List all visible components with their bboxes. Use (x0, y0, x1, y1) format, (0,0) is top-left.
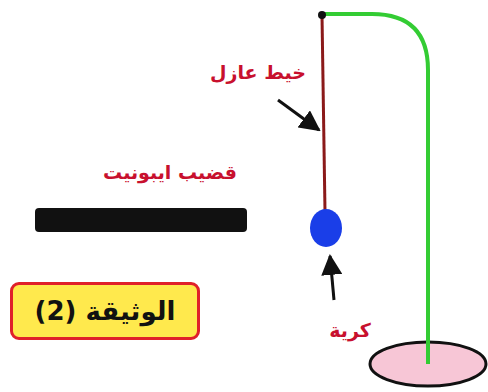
leader-arrow (330, 256, 334, 300)
leader-arrow (278, 100, 319, 130)
small-ball (310, 209, 342, 247)
insulating-thread (322, 15, 325, 212)
document-tag: الوثيقة (2) (10, 282, 200, 340)
part-label: كرية (329, 319, 371, 341)
ebonite-rod (35, 208, 247, 232)
part-label: قضيب ايبونيت (103, 161, 237, 183)
part-label: خيط عازل (210, 61, 306, 83)
document-title: الوثيقة (2) (35, 296, 176, 326)
hook-point (318, 11, 326, 19)
stand-pole (322, 14, 428, 364)
